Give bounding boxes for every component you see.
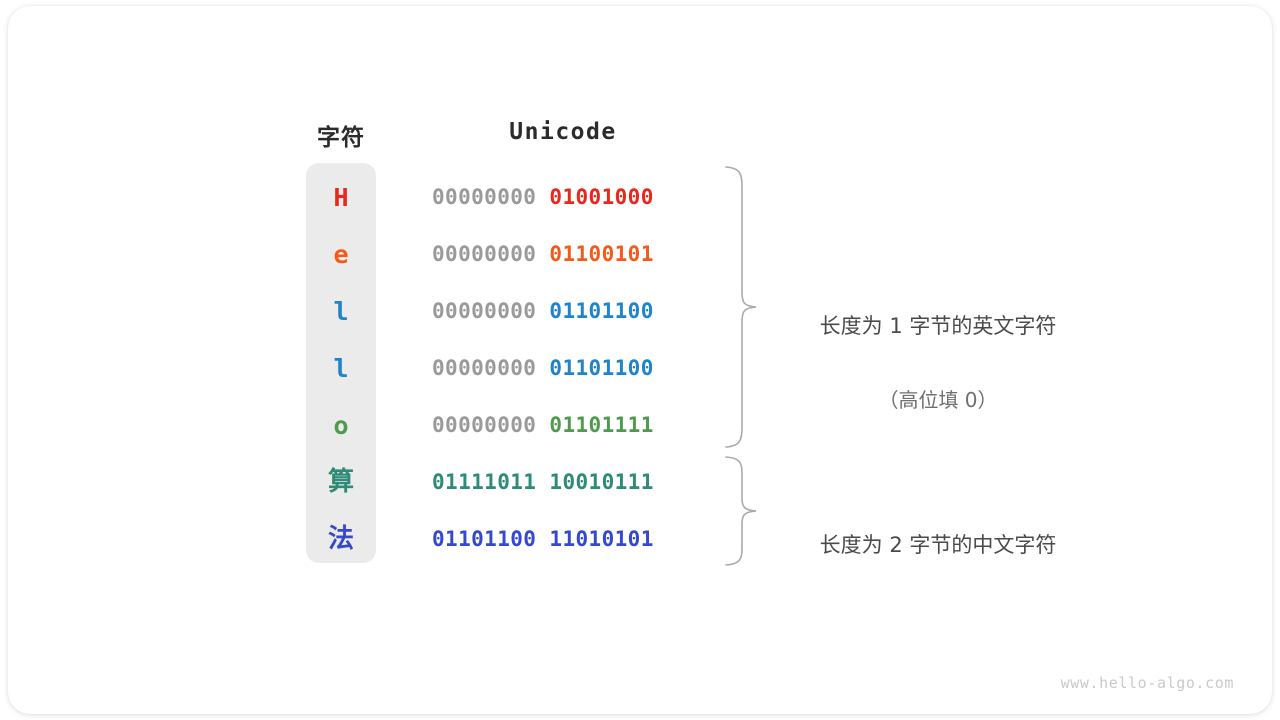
unicode-bits-cell: 00000000 01101100 [432,283,694,340]
character-cell: o [333,411,349,440]
byte-separator [536,413,549,437]
byte-separator [536,356,549,380]
annotation-one-byte: 长度为 1 字节的英文字符 （高位填 0） [768,270,1108,456]
unicode-bits-cell: 01101100 11010101 [432,511,694,568]
table-row: 法 01101100 11010101 [8,511,1272,568]
high-byte: 00000000 [432,185,537,209]
table-row: 算 01111011 10010111 [8,454,1272,511]
brace-one-byte-group [725,166,757,448]
character-cell: l [333,354,349,383]
figure-card: 字符 Unicode H 00000000 01001000 e 00000000 0… [8,6,1272,714]
annotation-one-byte-line1: 长度为 1 字节的英文字符 [819,314,1057,338]
low-byte: 10010111 [549,470,654,494]
byte-separator [536,527,549,551]
high-byte: 00000000 [432,299,537,323]
high-byte: 00000000 [432,413,537,437]
byte-separator [536,185,549,209]
unicode-encoding-figure: 字符 Unicode H 00000000 01001000 e 00000000 0… [8,6,1272,714]
unicode-bits-cell: 00000000 01100101 [432,226,694,283]
byte-separator [536,470,549,494]
byte-separator [536,299,549,323]
unicode-bits-cell: 00000000 01001000 [432,169,694,226]
low-byte: 01101111 [549,413,654,437]
high-byte: 00000000 [432,242,537,266]
low-byte: 01100101 [549,242,654,266]
unicode-bits-cell: 01111011 10010111 [432,454,694,511]
character-cell: e [333,240,349,269]
character-column-background [306,163,376,563]
annotation-one-byte-line2: （高位填 0） [878,388,998,412]
unicode-bits-cell: 00000000 01101111 [432,397,694,454]
table-row: l 00000000 01101100 [8,340,1272,397]
character-cell: H [333,183,349,212]
byte-separator [536,242,549,266]
annotation-two-byte-line1: 长度为 2 字节的中文字符 [819,533,1057,557]
table-row: H 00000000 01001000 [8,169,1272,226]
low-byte: 01101100 [549,356,654,380]
low-byte: 01101100 [549,299,654,323]
table-row: e 00000000 01100101 [8,226,1272,283]
brace-two-byte-group [725,456,757,566]
high-byte: 01111011 [432,470,537,494]
low-byte: 01001000 [549,185,654,209]
character-cell: l [333,297,349,326]
watermark: www.hello-algo.com [1060,674,1234,692]
high-byte: 01101100 [432,527,537,551]
column-header-unicode: Unicode [509,119,617,145]
table-row: l 00000000 01101100 [8,283,1272,340]
table-row: o 00000000 01101111 [8,397,1272,454]
character-cell: 法 [327,524,354,554]
high-byte: 00000000 [432,356,537,380]
unicode-bits-cell: 00000000 01101100 [432,340,694,397]
annotation-two-byte: 长度为 2 字节的中文字符 [768,489,1108,601]
column-header-character: 字符 [317,125,365,151]
character-cell: 算 [327,467,354,497]
low-byte: 11010101 [549,527,654,551]
